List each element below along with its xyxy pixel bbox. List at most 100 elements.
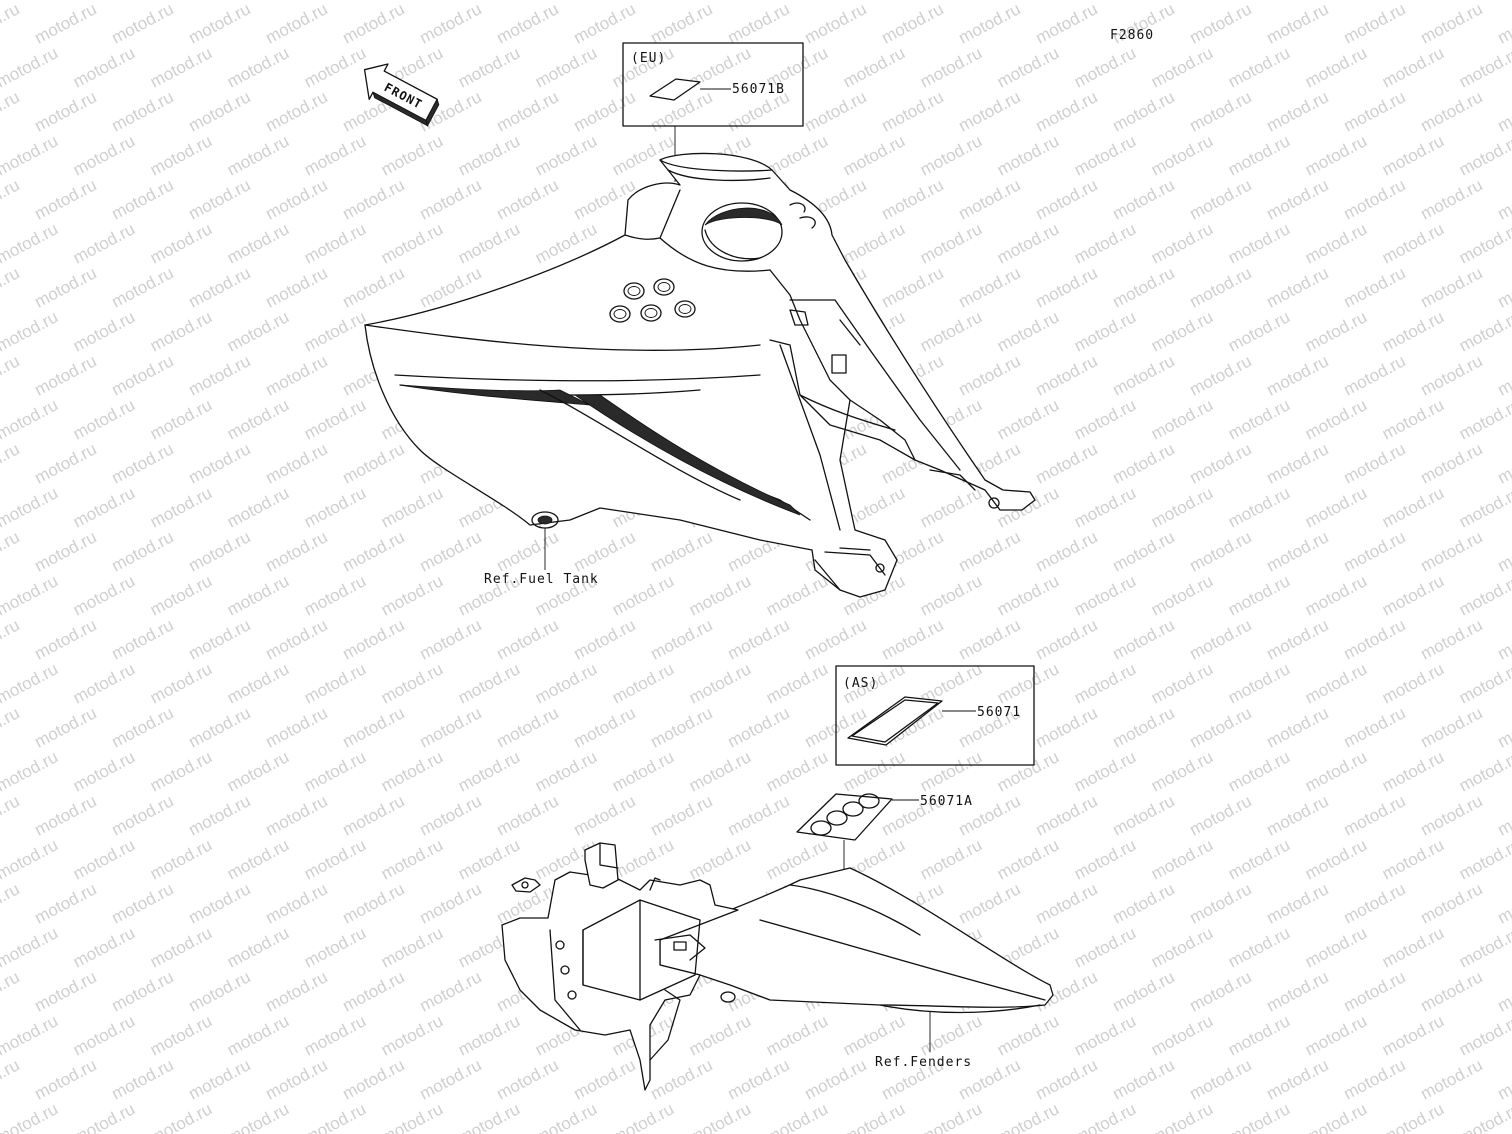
watermark-text: motod.ru (1494, 527, 1512, 575)
watermark-text: motod.ru (1225, 219, 1293, 267)
watermark-text: motod.ru (70, 923, 138, 971)
watermark-text: motod.ru (724, 791, 792, 839)
watermark-text: motod.ru (1109, 791, 1177, 839)
watermark-text: motod.ru (0, 659, 61, 707)
watermark-text: motod.ru (1456, 747, 1512, 795)
watermark-text: motod.ru (1148, 131, 1216, 179)
watermark-text: motod.ru (1032, 703, 1100, 751)
watermark-text: motod.ru (185, 615, 253, 663)
watermark-text: motod.ru (0, 483, 61, 531)
watermark-text: motod.ru (339, 263, 407, 311)
watermark-text: motod.ru (1302, 131, 1370, 179)
watermark-text: motod.ru (1417, 527, 1485, 575)
watermark-text: motod.ru (1032, 791, 1100, 839)
watermark-text: motod.ru (1340, 615, 1408, 663)
watermark-text: motod.ru (0, 923, 61, 971)
watermark-text: motod.ru (1186, 439, 1254, 487)
watermark-text: motod.ru (686, 571, 754, 619)
watermark-text: motod.ru (917, 571, 985, 619)
watermark-text: motod.ru (955, 615, 1023, 663)
label-sticker-56071b (649, 78, 701, 101)
watermark-text: motod.ru (1456, 483, 1512, 531)
watermark-text: motod.ru (455, 1011, 523, 1059)
watermark-text: motod.ru (0, 0, 23, 48)
watermark-text: motod.ru (108, 791, 176, 839)
watermark-text: motod.ru (0, 175, 23, 223)
part-number-56071b: 56071B (732, 82, 785, 97)
watermark-text: motod.ru (1417, 0, 1485, 48)
watermark-text: motod.ru (1186, 703, 1254, 751)
watermark-text: motod.ru (455, 219, 523, 267)
watermark-text: motod.ru (1340, 351, 1408, 399)
watermark-text: motod.ru (1417, 791, 1485, 839)
watermark-text: motod.ru (1032, 439, 1100, 487)
watermark-text: motod.ru (801, 1055, 869, 1103)
watermark-text: motod.ru (1494, 263, 1512, 311)
watermark-text: motod.ru (301, 483, 369, 531)
watermark-text: motod.ru (570, 0, 638, 48)
watermark-text: motod.ru (147, 747, 215, 795)
watermark-text: motod.ru (108, 1055, 176, 1103)
watermark-text: motod.ru (1417, 879, 1485, 927)
watermark-text: motod.ru (1456, 0, 1512, 4)
watermark-text: motod.ru (570, 527, 638, 575)
watermark-text: motod.ru (1071, 307, 1139, 355)
label-sticker-56071 (847, 696, 943, 746)
watermark-text: motod.ru (1071, 43, 1139, 91)
watermark-text: motod.ru (339, 175, 407, 223)
watermark-text: motod.ru (609, 0, 677, 4)
watermark-text: motod.ru (647, 527, 715, 575)
watermark-text: motod.ru (1071, 835, 1139, 883)
watermark-text: motod.ru (840, 0, 908, 4)
watermark-text: motod.ru (1263, 615, 1331, 663)
watermark-text: motod.ru (917, 43, 985, 91)
watermark-text: motod.ru (763, 747, 831, 795)
watermark-text: motod.ru (1340, 439, 1408, 487)
watermark-text: motod.ru (1417, 967, 1485, 1015)
watermark-text: motod.ru (0, 307, 61, 355)
watermark-text: motod.ru (1225, 307, 1293, 355)
watermark-text: motod.ru (262, 967, 330, 1015)
watermark-text: motod.ru (647, 791, 715, 839)
ref-fenders-label: Ref.Fenders (875, 1055, 972, 1070)
watermark-text: motod.ru (1494, 351, 1512, 399)
watermark-text: motod.ru (570, 1055, 638, 1103)
watermark-text: motod.ru (994, 43, 1062, 91)
watermark-text: motod.ru (1456, 835, 1512, 883)
watermark-text: motod.ru (570, 703, 638, 751)
watermark-text: motod.ru (301, 571, 369, 619)
watermark-text: motod.ru (1109, 703, 1177, 751)
watermark-text: motod.ru (147, 659, 215, 707)
watermark-text: motod.ru (301, 835, 369, 883)
watermark-text: motod.ru (1340, 263, 1408, 311)
watermark-text: motod.ru (1456, 43, 1512, 91)
watermark-text: motod.ru (840, 219, 908, 267)
rear-fender-drawing (501, 842, 1054, 1091)
watermark-text: motod.ru (1417, 175, 1485, 223)
watermark-text: motod.ru (686, 1011, 754, 1059)
watermark-text: motod.ru (378, 571, 446, 619)
watermark-text: motod.ru (1186, 967, 1254, 1015)
watermark-text: motod.ru (647, 1055, 715, 1103)
watermark-text: motod.ru (31, 1055, 99, 1103)
watermark-text: motod.ru (301, 659, 369, 707)
watermark-text: motod.ru (763, 1099, 831, 1134)
watermark-text: motod.ru (147, 0, 215, 4)
watermark-text: motod.ru (878, 87, 946, 135)
watermark-text: motod.ru (108, 879, 176, 927)
watermark-text: motod.ru (0, 351, 23, 399)
callout-box-as: (AS) (AS) 56071 (835, 665, 1035, 766)
watermark-text: motod.ru (1071, 483, 1139, 531)
watermark-text: motod.ru (339, 1055, 407, 1103)
watermark-text: motod.ru (1186, 263, 1254, 311)
watermark-text: motod.ru (1071, 1011, 1139, 1059)
watermark-text: motod.ru (1494, 175, 1512, 223)
watermark-text: motod.ru (917, 1011, 985, 1059)
watermark-text: motod.ru (1456, 131, 1512, 179)
watermark-text: motod.ru (1379, 659, 1447, 707)
watermark-text: motod.ru (1494, 703, 1512, 751)
watermark-text: motod.ru (609, 1099, 677, 1134)
watermark-text: motod.ru (0, 1055, 23, 1103)
watermark-text: motod.ru (224, 571, 292, 619)
